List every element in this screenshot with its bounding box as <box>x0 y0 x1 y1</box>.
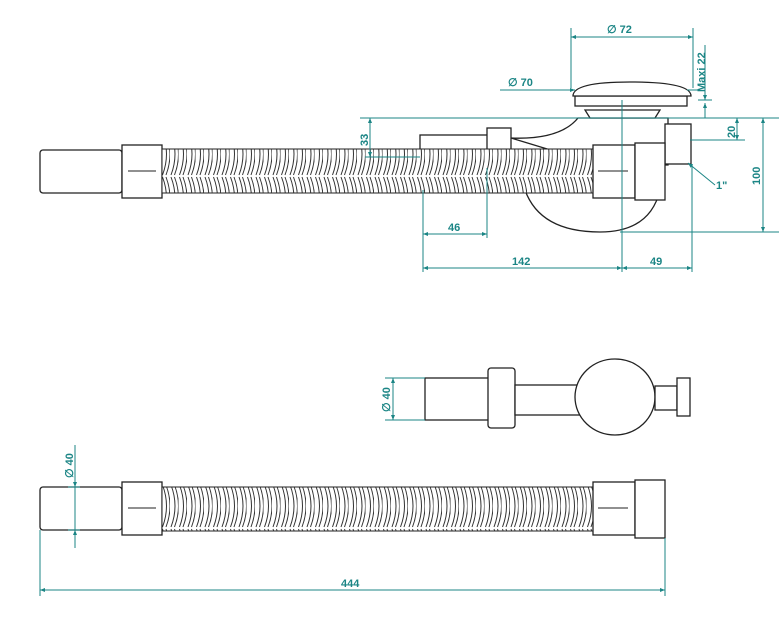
label-axis-to-outlet: 49 <box>650 256 662 268</box>
label-branch-length: 46 <box>448 222 460 234</box>
label-seat-diameter: ∅ 70 <box>508 77 533 89</box>
top-dimensions: ∅ 72 ∅ 70 Maxi 22 20 100 1" 33 46 142 49 <box>359 24 779 272</box>
label-bottom-pipe-diameter: ∅ 40 <box>64 453 76 478</box>
top-assembly <box>39 81 692 233</box>
label-trap-height: 100 <box>751 167 763 185</box>
label-branch-to-axis: 142 <box>512 256 530 268</box>
waste-cap <box>572 81 692 97</box>
waste-seat <box>574 95 688 107</box>
pipe-end <box>39 149 123 194</box>
pipe-end <box>39 486 123 531</box>
label-outlet-offset: 20 <box>726 126 738 138</box>
corrugated-hose <box>161 148 594 194</box>
label-cap-diameter: ∅ 72 <box>607 24 632 36</box>
trap-inlet-pipe <box>424 377 491 421</box>
trap-nut <box>487 367 516 429</box>
label-cap-height: Maxi 22 <box>696 52 708 92</box>
outlet-tail <box>664 123 692 165</box>
corrugated-hose <box>161 486 594 532</box>
trap-bowl <box>524 189 661 233</box>
label-total-length: 444 <box>341 578 360 590</box>
hose-nut-right <box>634 142 666 201</box>
hose-nut-right <box>634 479 666 539</box>
bottom-view: ∅ 40 444 <box>39 445 666 596</box>
label-middle-pipe-diameter: ∅ 40 <box>381 387 393 412</box>
label-branch-height: 33 <box>359 134 371 146</box>
label-thread-size: 1" <box>716 180 727 192</box>
trap-outlet <box>676 377 691 417</box>
middle-view: ∅ 40 <box>381 358 691 436</box>
trap-bowl-side <box>574 358 656 436</box>
